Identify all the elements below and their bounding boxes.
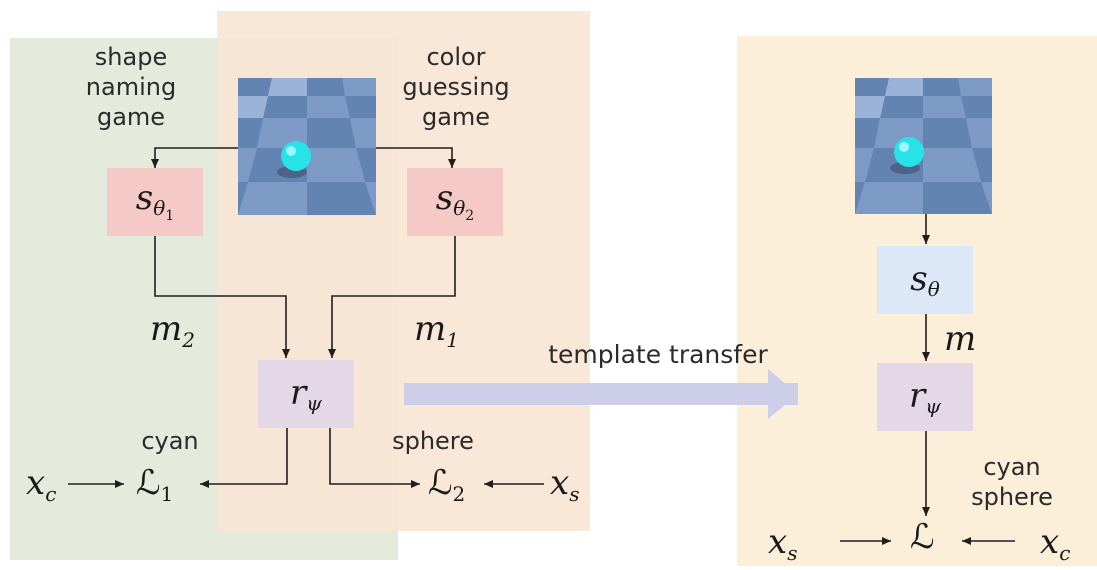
- listener-label-right: rψ: [909, 375, 941, 418]
- cyan-word: cyan: [141, 427, 199, 455]
- listener-box-left: rψ: [258, 360, 354, 428]
- speaker2-label: sθ2: [435, 178, 475, 224]
- message-label-right: m: [944, 319, 977, 359]
- listener-to-loss1-arrow: [200, 428, 288, 488]
- target-xc-left: xc: [26, 463, 57, 506]
- message1-label: m1: [414, 309, 459, 352]
- scene-image-right: [855, 78, 992, 214]
- speaker-label-right: sθ: [910, 258, 940, 301]
- target-xs-right: xs: [768, 522, 798, 565]
- sphere-word: sphere: [392, 427, 474, 455]
- listener-label-left: rψ: [290, 372, 322, 415]
- scene-image-left: [238, 78, 376, 215]
- shape-game-label: shape naming game: [85, 43, 177, 131]
- speaker2-to-listener-arrow: [328, 236, 456, 358]
- message2-label: m2: [150, 309, 195, 352]
- listener-to-loss2-arrow: [329, 428, 420, 488]
- loss1-label: ℒ1: [136, 463, 174, 506]
- speaker-box-right: sθ: [877, 246, 973, 314]
- scene-to-speaker1-arrow: [151, 147, 238, 168]
- color-game-label: color guessing game: [402, 43, 510, 131]
- scene-to-speaker2-arrow: [376, 147, 456, 168]
- listener-box-right: rψ: [877, 363, 973, 431]
- template-transfer-label: template transfer: [548, 340, 768, 369]
- target-xc-right: xc: [1040, 522, 1071, 565]
- loss2-label: ℒ2: [428, 463, 466, 506]
- speaker2-box: sθ2: [407, 168, 503, 236]
- speaker1-to-listener-arrow: [154, 236, 290, 358]
- target-xs-left: xs: [550, 463, 580, 506]
- loss-label-right: ℒ: [910, 517, 935, 557]
- cyan-sphere-caption: cyan sphere: [971, 453, 1053, 511]
- speaker1-box: sθ1: [107, 168, 203, 236]
- speaker1-label: sθ1: [135, 178, 175, 224]
